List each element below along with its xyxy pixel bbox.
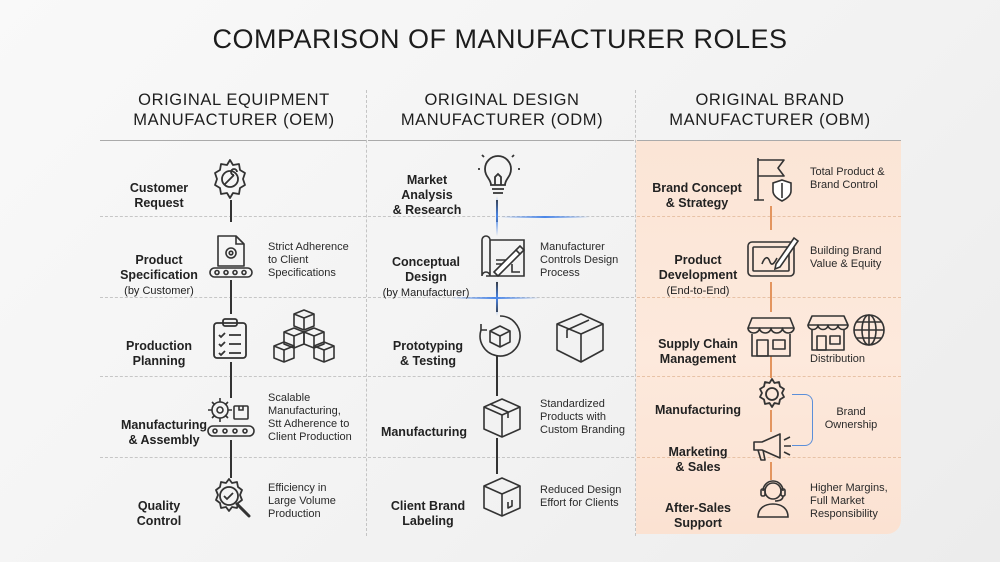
oem-row-divider <box>100 216 366 217</box>
obm-heading-rule <box>637 140 901 141</box>
globe-icon <box>852 313 886 347</box>
odm-highlight-line <box>496 280 498 316</box>
flag-shield-icon <box>752 156 796 202</box>
shop-icon <box>807 312 849 352</box>
odm-step-label: Market Analysis & Research <box>392 173 462 217</box>
obm-step-label: Brand Concept & Strategy <box>652 181 742 210</box>
obm-row-divider <box>637 297 901 298</box>
odm-heading-rule <box>368 140 634 141</box>
oem-step-label: Quality Control <box>136 499 182 528</box>
brand-ownership-bracket <box>792 394 813 446</box>
oem-step-label: Production Planning <box>126 339 192 368</box>
blueprint-pencil-icon <box>478 234 528 280</box>
tablet-pencil-icon <box>746 234 800 280</box>
odm-highlight-line <box>450 297 540 299</box>
package-icon <box>480 474 524 518</box>
oem-heading-rule <box>100 140 366 141</box>
odm-connector <box>496 438 498 474</box>
odm-step-label: Manufacturing <box>380 425 468 439</box>
column-divider-oem-odm <box>366 90 367 536</box>
odm-row-divider <box>368 376 634 377</box>
oem-step-label: Product Specification(by Customer) <box>120 253 198 297</box>
odm-connector <box>496 356 498 396</box>
stacked-boxes-icon <box>272 309 336 364</box>
open-box-icon <box>480 395 524 439</box>
odm-row-divider <box>368 457 634 458</box>
obm-step-label: Marketing & Sales <box>668 445 728 474</box>
spec-document-conveyor-icon <box>208 234 254 280</box>
odm-highlight-line <box>496 196 498 236</box>
obm-row-divider <box>637 457 901 458</box>
oem-step-label: Customer Request <box>129 181 189 210</box>
brand-ownership-note: Brand Ownership <box>824 406 878 431</box>
clipboard-checklist-icon <box>212 318 248 360</box>
lightbulb-icon <box>478 154 520 199</box>
obm-step-note: Distribution <box>810 353 866 365</box>
oem-step-label: Manufacturing & Assembly <box>120 418 208 447</box>
oem-row-divider <box>100 376 366 377</box>
obm-row-divider <box>637 216 901 217</box>
obm-step-label: Supply Chain Management <box>658 337 738 366</box>
odm-step-label: Conceptual Design(by Manufacturer) <box>382 255 470 299</box>
odm-heading: ORIGINAL DESIGN MANUFACTURER (ODM) <box>400 91 604 129</box>
odm-step-label: Client Brand Labeling <box>390 499 466 528</box>
headset-agent-icon <box>754 478 792 518</box>
oem-connector <box>230 440 232 478</box>
oem-heading: ORIGINAL EQUIPMENT MANUFACTURER (OEM) <box>133 91 335 129</box>
odm-highlight-line <box>500 216 590 218</box>
odm-step-note: Manufacturer Controls Design Process <box>540 241 619 279</box>
oem-row-divider <box>100 297 366 298</box>
oem-connector <box>230 200 232 222</box>
cube-circle-icon <box>478 314 522 358</box>
gear-conveyor-icon <box>206 396 256 440</box>
oem-connector <box>230 280 232 314</box>
obm-step-label: Product Development(End-to-End) <box>658 253 738 297</box>
obm-step-label: After-Sales Support <box>665 501 731 530</box>
obm-heading: ORIGINAL BRAND MANUFACTURER (OBM) <box>669 91 871 129</box>
odm-step-note: Standardized Products with Custom Brandi… <box>540 398 625 436</box>
obm-connector <box>770 410 772 432</box>
obm-step-note: Total Product & Brand Control <box>810 166 885 191</box>
odm-step-label: Prototyping & Testing <box>392 339 464 368</box>
obm-row-divider <box>637 376 901 377</box>
storefront-icon <box>747 314 795 358</box>
obm-step-note: Higher Margins, Full Market Responsibili… <box>810 482 888 520</box>
gear-wrench-icon <box>208 157 252 201</box>
oem-row-divider <box>100 457 366 458</box>
obm-connector <box>770 462 772 480</box>
page-title: COMPARISON OF MANUFACTURER ROLES <box>212 24 788 54</box>
box-icon <box>553 310 607 364</box>
gear-magnifier-icon <box>210 477 254 521</box>
oem-step-note: Efficiency in Large Volume Production <box>268 482 336 520</box>
obm-connector <box>770 282 772 312</box>
obm-connector <box>770 356 772 378</box>
obm-connector <box>770 206 772 230</box>
column-divider-odm-obm <box>635 90 636 536</box>
gear-icon <box>756 378 788 410</box>
megaphone-icon <box>752 432 794 462</box>
oem-step-note: Scalable Manufacturing, Stt Adherence to… <box>268 392 352 443</box>
obm-panel-background <box>636 140 901 534</box>
oem-connector <box>230 362 232 398</box>
odm-step-note: Reduced Design Effort for Clients <box>540 484 622 509</box>
obm-step-label: Manufacturing <box>654 403 742 417</box>
obm-step-note: Building Brand Value & Equity <box>810 245 882 270</box>
oem-step-note: Strict Adherence to Client Specification… <box>268 241 349 279</box>
